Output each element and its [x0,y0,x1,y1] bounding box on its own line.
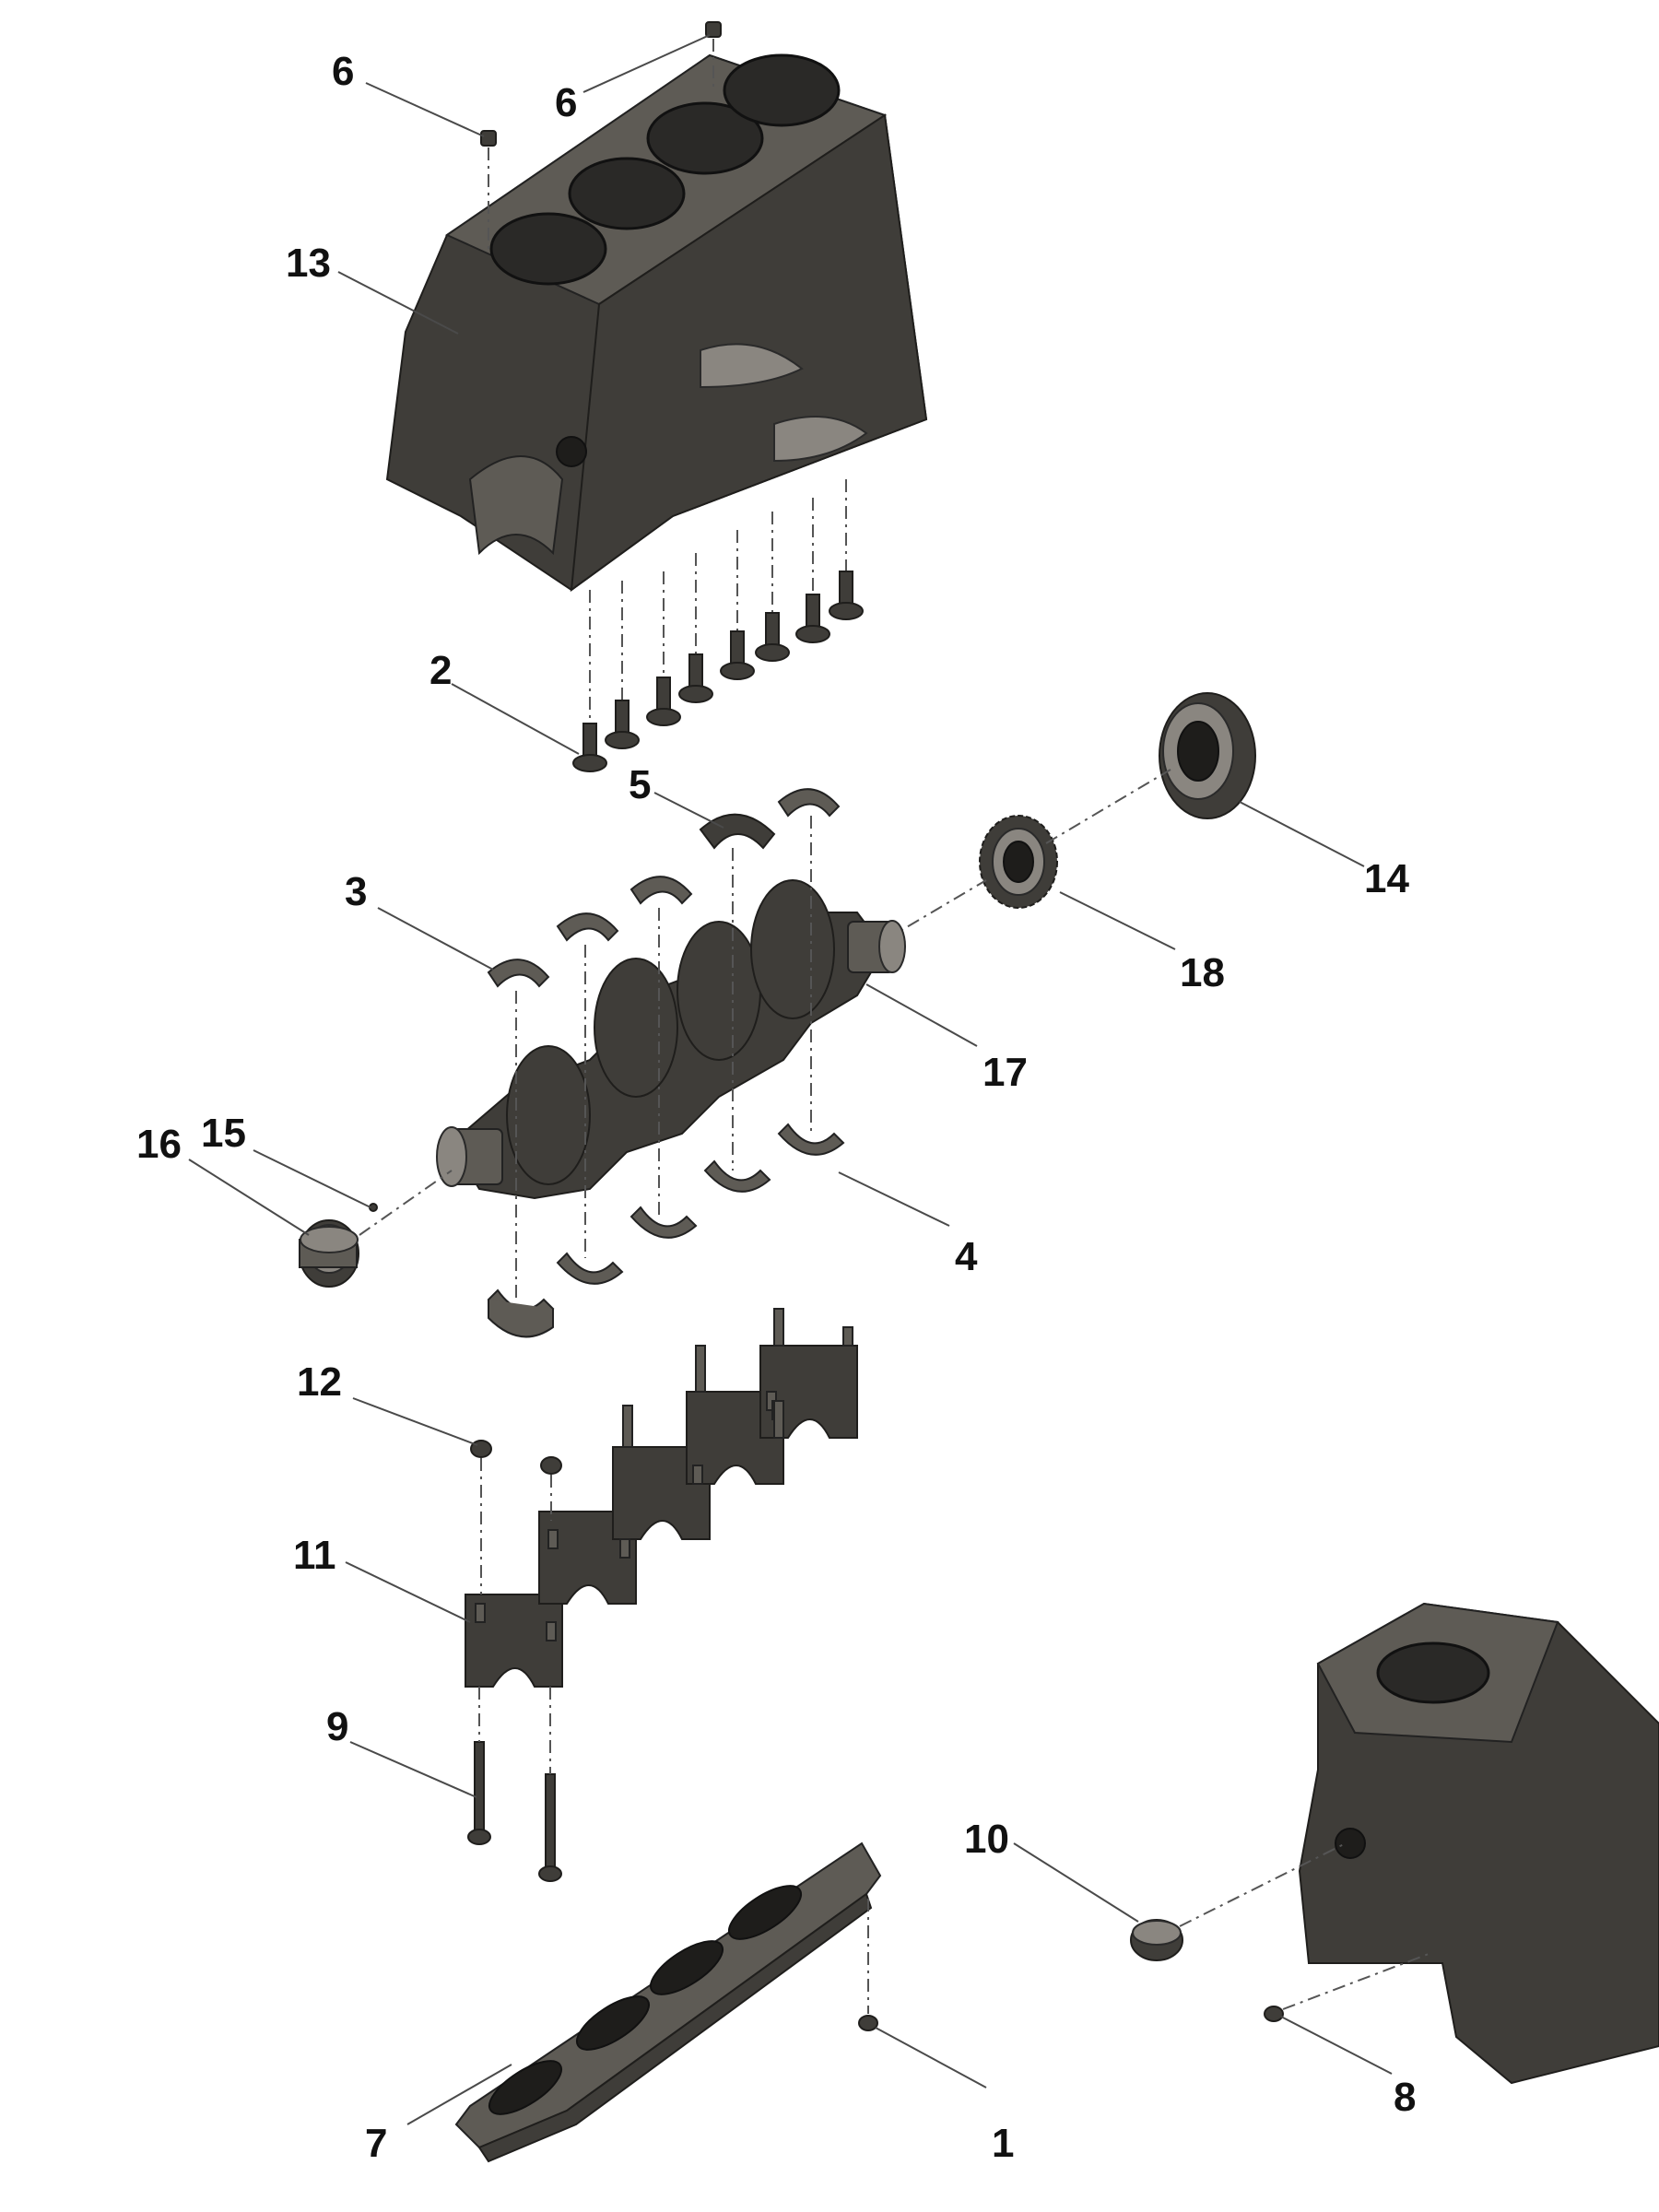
callout-18: 18 [1180,950,1225,995]
block-plug [1264,2006,1284,2022]
callout-15: 15 [201,1111,246,1156]
upper-bearing-shells [487,788,841,988]
callout-labels: 6 6 13 2 5 14 3 18 17 16 15 4 12 11 9 10… [136,49,1416,2166]
frame-bolt [858,2015,878,2031]
cam-bushing [1130,1919,1183,1961]
callout-3: 3 [345,869,367,914]
rear-seal [1159,692,1256,819]
callout-16: 16 [136,1122,182,1167]
callout-6-right: 6 [555,80,577,125]
callout-14: 14 [1364,856,1409,901]
cap-nut-12-right [540,1456,562,1475]
callout-6-left: 6 [332,49,354,94]
cap-bolts [467,1687,562,1882]
callout-1: 1 [992,2121,1014,2166]
callout-7: 7 [365,2121,387,2166]
callout-13: 13 [286,241,331,286]
crankshaft [436,879,906,1200]
callout-9: 9 [326,1704,348,1749]
callout-5: 5 [629,762,651,807]
callout-2: 2 [429,648,452,693]
callout-4: 4 [955,1234,978,1279]
front-ring [299,1219,359,1288]
crankshaft-gear [979,815,1058,909]
leader-lines [188,34,1393,2125]
engine-block [385,53,928,593]
callout-11: 11 [293,1533,336,1578]
bearing-ladder-frame [454,1841,882,2163]
main-bearing-caps [465,1308,858,1688]
callout-8: 8 [1394,2075,1416,2120]
bearing-axes [515,816,812,1300]
lower-bearing-shells [487,1123,845,1338]
plug-6-right [705,21,722,38]
callout-17: 17 [982,1050,1028,1095]
callout-12: 12 [297,1359,342,1405]
plug-6-left [480,130,497,147]
engine-block-rear-view [1298,1602,1659,2085]
main-bearing-bolts [572,479,864,772]
dowel-pin [369,1203,378,1212]
callout-10: 10 [964,1817,1009,1862]
